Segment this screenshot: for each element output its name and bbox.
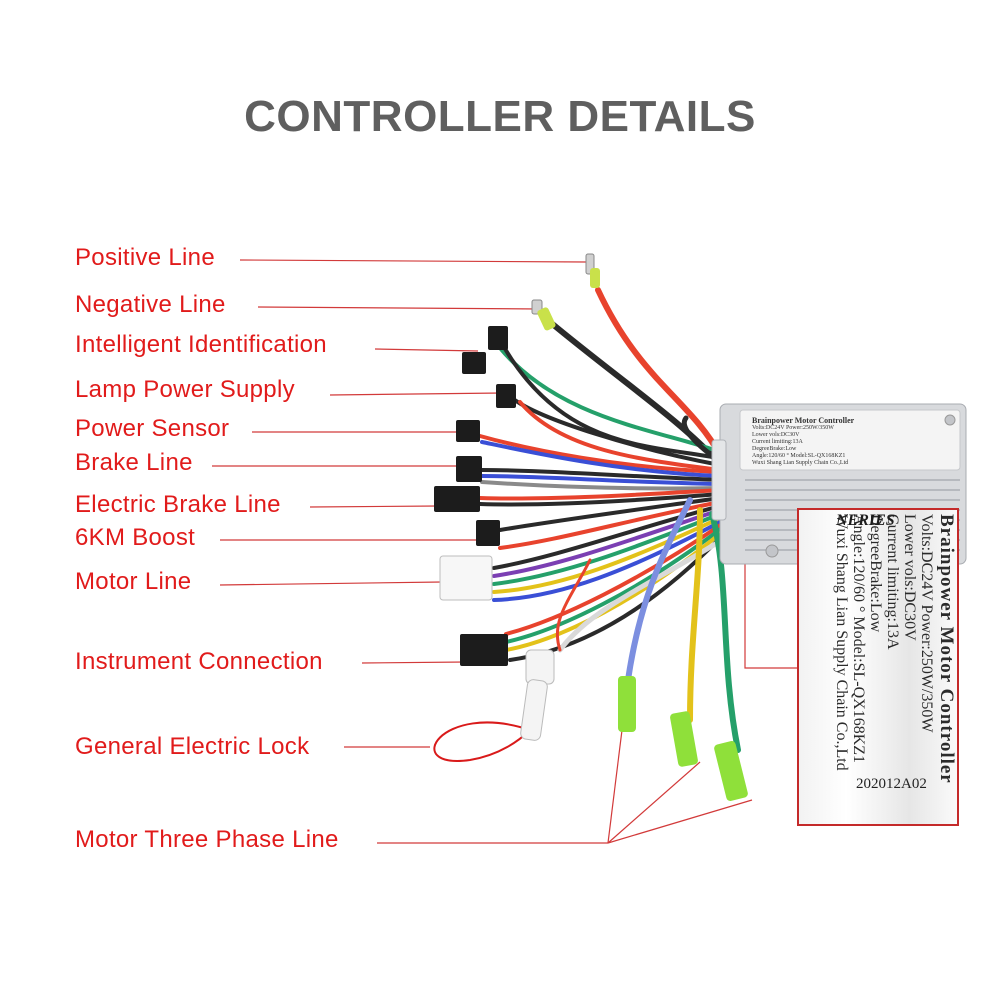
wire-harness	[433, 287, 741, 762]
controller-label-plate	[739, 409, 961, 471]
wire-motor-purple	[492, 508, 722, 578]
wire-boost-black	[498, 496, 722, 532]
wire-instrument-green	[504, 526, 724, 644]
lock-loop-wire	[433, 721, 531, 762]
leader-negative	[257, 306, 541, 310]
wire-motor-black	[492, 504, 722, 570]
ebrake-connector	[434, 486, 480, 512]
wire-brake-blue	[480, 474, 722, 486]
phase-terminal-2	[670, 711, 698, 767]
power-sensor-connector	[456, 420, 480, 442]
label-motor-three-phase-line: Motor Three Phase Line	[75, 826, 339, 853]
wire-positive-red	[595, 287, 723, 458]
leader-phase-1	[607, 729, 623, 844]
label-intelligent-identification: Intelligent Identification	[75, 331, 327, 358]
wire-brake-black	[480, 468, 722, 482]
small-controller-plate: Brainpower Motor Controller Volts:DC24V …	[752, 416, 886, 466]
wire-motor-yellow	[492, 516, 722, 594]
wire-ebrake-red	[478, 488, 722, 501]
zoom-code: 202012A02	[856, 776, 927, 792]
zoom-brand: Brainpower Motor Controller	[936, 514, 957, 784]
small-plate-brand: Brainpower Motor Controller	[752, 416, 855, 425]
boost-connector	[476, 520, 500, 546]
brake-connector	[456, 456, 482, 482]
zoomed-label-text: Brainpower Motor Controller Volts:DC24V …	[827, 514, 957, 804]
label-6km-boost: 6KM Boost	[75, 524, 196, 551]
wire-sensor-blue	[480, 440, 722, 478]
intelligent-connector-2	[462, 352, 486, 374]
leader-intelligent	[374, 348, 479, 352]
wire-brake-grey	[480, 480, 722, 491]
wire-grommet	[711, 439, 727, 521]
wire-ebrake-black	[478, 492, 722, 507]
wire-motor-blue	[492, 520, 722, 602]
leader-phase-3	[607, 799, 753, 844]
phase-terminal-3	[714, 741, 748, 801]
positive-terminal-sleeve	[590, 268, 600, 288]
label-brake-line: Brake Line	[75, 449, 193, 476]
lock-connector-body	[520, 679, 548, 741]
label-power-sensor: Power Sensor	[75, 415, 230, 442]
small-plate-line-1: Volts:DC24V Power:250W/350W	[752, 425, 834, 431]
leader-lamp	[329, 392, 503, 396]
connectors	[434, 253, 748, 801]
leader-instrument	[361, 661, 467, 664]
page-title: CONTROLLER DETAILS	[244, 92, 756, 141]
label-electric-brake-line: Electric Brake Line	[75, 491, 281, 518]
lock-connector	[525, 649, 555, 685]
phase-terminal-1	[618, 676, 636, 732]
label-positive-line: Positive Line	[75, 244, 215, 271]
wire-phase-yellow	[687, 507, 703, 723]
controller-screw-1	[765, 544, 779, 558]
wire-phase-green	[709, 511, 741, 753]
leader-lines	[212, 259, 797, 844]
instrument-connector	[460, 634, 508, 666]
small-plate-line-4: DegreeBrake:Low	[752, 446, 797, 452]
label-motor-line: Motor Line	[75, 568, 192, 595]
intelligent-connector	[488, 326, 508, 350]
controller-screw-2	[944, 414, 956, 426]
zoom-line-1: Volts:DC24V Power:250W/350W	[918, 514, 935, 733]
negative-terminal-sleeve	[537, 307, 556, 331]
wire-lock-white	[557, 537, 725, 653]
wire-lamp-red	[518, 400, 722, 472]
zoom-line-6: Wuxi Shang Lian Supply Chain Co.,Ltd	[833, 514, 850, 771]
zoomed-label-inset: Brainpower Motor Controller Volts:DC24V …	[797, 508, 959, 826]
small-plate-line-2: Lower vols:DC30V	[752, 432, 800, 438]
label-lamp-power-supply: Lamp Power Supply	[75, 376, 295, 403]
leader-phase-2	[607, 761, 701, 844]
wire-instrument-red	[504, 522, 724, 636]
small-plate-line-6: Wuxi Shang Lian Supply Chain Co.,Ltd	[752, 460, 849, 466]
zoom-line-2: Lower vols:DC30V	[901, 514, 918, 641]
wire-phase-blue	[625, 497, 693, 683]
label-general-electric-lock: General Electric Lock	[75, 733, 310, 760]
label-negative-line: Negative Line	[75, 291, 226, 318]
motor-connector	[439, 555, 493, 601]
neries-logo: NERIES	[836, 512, 895, 529]
zoom-line-4: DegreeBrake:Low	[867, 514, 884, 633]
leader-motor	[219, 581, 443, 586]
small-plate-line-3: Current limiting:13A	[752, 439, 803, 445]
lamp-connector	[496, 384, 516, 408]
label-instrument-connection: Instrument Connection	[75, 648, 323, 675]
wire-lock-red	[555, 558, 592, 652]
zoom-line-5: Angle:120/60 ° Model:SL-QX168KZ1	[850, 514, 867, 764]
leader-positive	[239, 259, 587, 263]
wire-motor-green	[492, 512, 722, 586]
zoom-line-3: Current limiting:13A	[884, 514, 901, 650]
wire-sensor-red	[478, 434, 722, 474]
small-plate-line-5: Angle:120/60 ° Model:SL-QX168KZ1	[752, 453, 846, 459]
leader-ebrake	[309, 505, 439, 508]
